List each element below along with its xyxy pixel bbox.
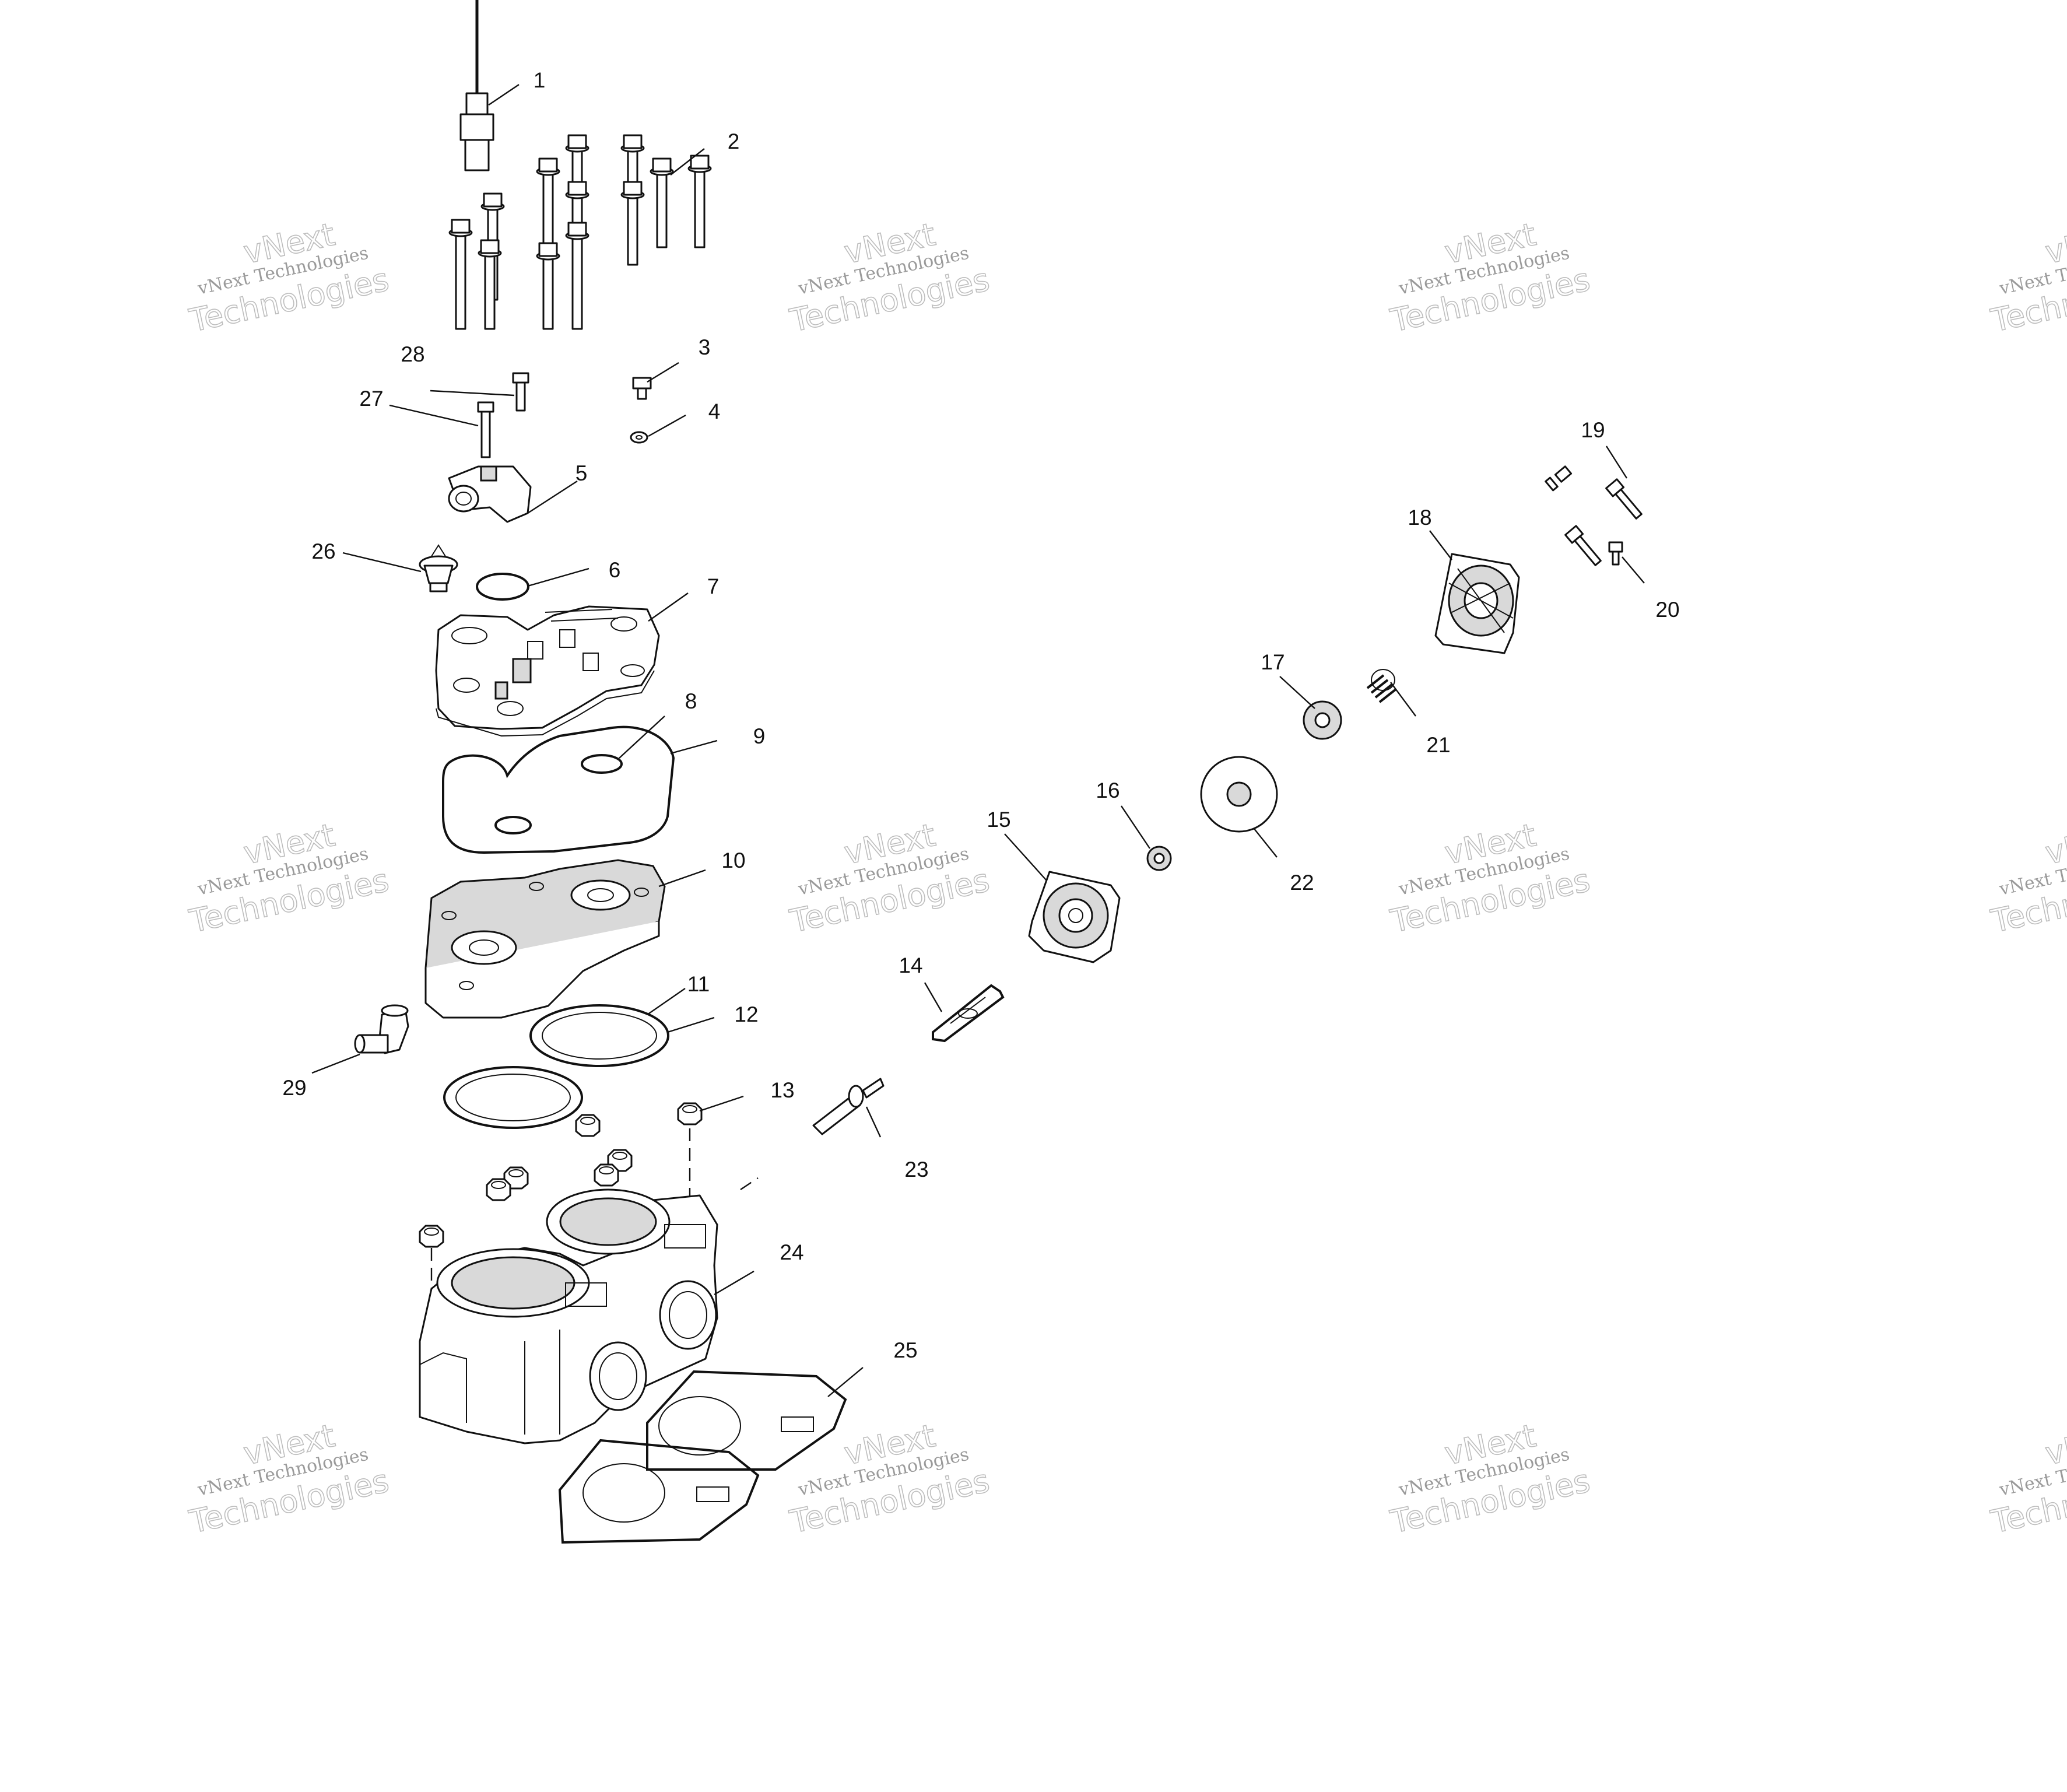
part-19-screws bbox=[1545, 465, 1643, 566]
callout-2: 2 bbox=[728, 129, 740, 153]
head-bolt bbox=[536, 157, 560, 254]
part-25-base-gasket-upper bbox=[646, 1370, 847, 1471]
part-23-fitting bbox=[812, 1078, 885, 1135]
callout-9: 9 bbox=[753, 724, 766, 748]
part-9-head-cover-gasket bbox=[442, 725, 675, 854]
callout-20: 20 bbox=[1655, 598, 1679, 622]
callout-7: 7 bbox=[707, 574, 720, 598]
callout-1: 1 bbox=[534, 68, 546, 92]
nut bbox=[594, 1163, 619, 1187]
part-12-cylinder-gasket bbox=[443, 1066, 583, 1129]
callout-22: 22 bbox=[1290, 871, 1314, 895]
watermark-text: vNext bbox=[2042, 816, 2067, 871]
callout-28: 28 bbox=[401, 342, 424, 366]
part-27-long-screw bbox=[477, 401, 494, 458]
part-25-base-gasket-lower bbox=[558, 1439, 760, 1544]
part-13-nuts bbox=[419, 1102, 703, 1248]
head-bolt bbox=[448, 219, 473, 330]
callout-6: 6 bbox=[609, 558, 621, 582]
callout-10: 10 bbox=[721, 848, 745, 872]
dash-line-13-c bbox=[740, 1177, 759, 1190]
callout-labels: 1 2 3 4 5 6 7 8 9 10 11 12 13 14 15 16 1… bbox=[282, 68, 1679, 1362]
watermark-text: vNext bbox=[2042, 216, 2067, 271]
callout-13: 13 bbox=[770, 1078, 794, 1102]
part-28-short-screw bbox=[512, 372, 529, 412]
nut bbox=[575, 1114, 601, 1137]
part-4-washer bbox=[630, 431, 648, 444]
callout-24: 24 bbox=[780, 1240, 803, 1264]
watermark-text: vNext bbox=[2042, 1417, 2067, 1472]
nut bbox=[486, 1178, 511, 1201]
part-3-bleed-screw bbox=[632, 377, 652, 400]
callout-19: 19 bbox=[1581, 418, 1605, 442]
part-29-elbow-fitting bbox=[354, 1004, 409, 1054]
callout-17: 17 bbox=[1261, 650, 1285, 674]
callout-5: 5 bbox=[575, 461, 588, 485]
part-20-screw bbox=[1608, 541, 1623, 566]
callout-8: 8 bbox=[685, 689, 697, 713]
callout-14: 14 bbox=[899, 953, 922, 977]
part-14-pump-gasket bbox=[932, 984, 1005, 1043]
callout-3: 3 bbox=[699, 335, 711, 359]
part-8-o-ring-lower bbox=[494, 816, 532, 834]
head-bolt bbox=[687, 155, 712, 248]
part-24-cylinder-block bbox=[419, 1188, 718, 1444]
part-16-seal bbox=[1146, 846, 1172, 871]
callout-27: 27 bbox=[359, 387, 383, 411]
part-10-cylinder-head bbox=[424, 859, 666, 1019]
callout-29: 29 bbox=[282, 1076, 306, 1100]
head-bolt bbox=[565, 222, 589, 330]
leader-lines bbox=[311, 84, 1645, 1397]
head-bolt bbox=[478, 239, 502, 330]
part-21-spring bbox=[1366, 669, 1397, 703]
part-22-diaphragm bbox=[1200, 756, 1278, 833]
part-2-cylinder-head-bolts bbox=[448, 134, 712, 330]
callout-21: 21 bbox=[1426, 733, 1450, 757]
part-5-thermostat-housing bbox=[448, 465, 532, 523]
head-bolt bbox=[620, 181, 645, 266]
nut bbox=[419, 1225, 444, 1248]
nut bbox=[677, 1102, 703, 1125]
part-17-spring-cup bbox=[1303, 700, 1342, 740]
head-bolt bbox=[650, 157, 674, 248]
callout-25: 25 bbox=[893, 1338, 917, 1362]
callout-11: 11 bbox=[687, 972, 710, 996]
callout-26: 26 bbox=[311, 539, 335, 563]
callout-12: 12 bbox=[734, 1002, 758, 1026]
part-15-pump-base bbox=[1028, 871, 1121, 963]
callout-23: 23 bbox=[904, 1158, 928, 1181]
part-18-pump-cover bbox=[1434, 553, 1520, 654]
callout-4: 4 bbox=[708, 399, 721, 423]
part-8-o-ring-upper bbox=[581, 754, 623, 774]
callout-16: 16 bbox=[1096, 778, 1120, 802]
part-6-o-ring bbox=[476, 573, 529, 601]
part-7-cylinder-head-cover bbox=[435, 605, 660, 737]
callout-15: 15 bbox=[987, 808, 1010, 832]
head-bolt bbox=[536, 242, 560, 330]
callout-18: 18 bbox=[1408, 506, 1431, 529]
part-11-cylinder-gasket bbox=[529, 1004, 669, 1067]
part-26-thermostat bbox=[419, 544, 458, 592]
part-1-temperature-sensor bbox=[459, 0, 494, 171]
